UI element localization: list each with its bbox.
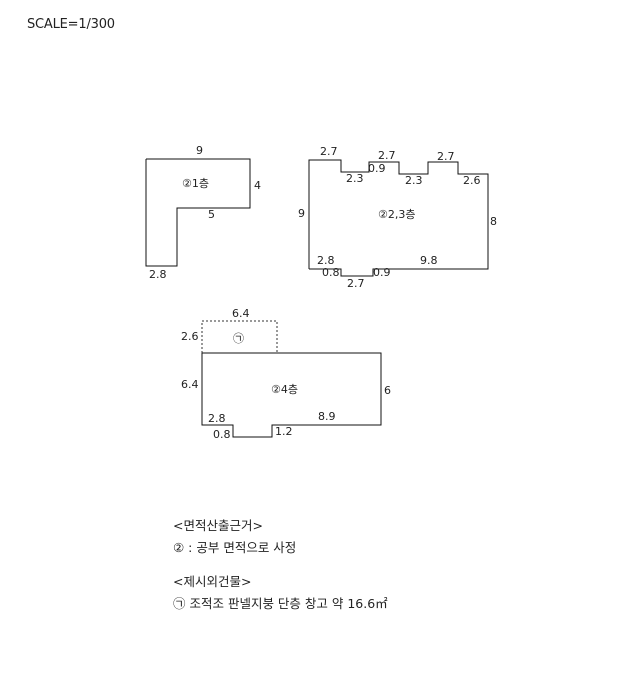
floor-23-dim-notch-b3: 0.9	[373, 266, 391, 279]
floor-23-dim-step2: 2.3	[405, 174, 423, 187]
floor-4-plan: 6.4 2.6 ㉠ 6.4 6 2.8 0.8 8.9 1.2 ②4층	[181, 307, 391, 441]
annex-dim-top: 6.4	[232, 307, 250, 320]
floor-23-label: ②2,3층	[378, 208, 415, 221]
scale-label: SCALE=1/300	[27, 17, 115, 32]
notes-section: <면적산출근거> ② : 공부 면적으로 사정 <제시외건물> ㉠ 조적조 판넬…	[173, 515, 388, 615]
notes-spacer	[173, 559, 388, 571]
annex-dim-left: 2.6	[181, 330, 199, 343]
floor-23-dim-top-right: 2.7	[437, 150, 455, 163]
floor-1-plan: 9 4 5 2.8 ②1층	[145, 144, 261, 281]
floor-4-outline	[201, 352, 382, 438]
floor-23-dim-top-mid: 2.7	[378, 149, 396, 162]
floor-23-dim-bottom-left: 2.8	[317, 254, 335, 267]
floor-4-dim-bottom-right: 8.9	[318, 410, 336, 423]
floor-23-dim-right: 8	[490, 215, 497, 228]
floor-1-label: ②1층	[182, 177, 209, 190]
annex-label: ㉠	[233, 332, 244, 345]
floor-23-plan: 2.7 2.3 0.9 2.7 2.3 2.7 2.6 9 8 2.8 0.8 …	[298, 145, 497, 290]
floor-23-dim-bottom-right: 9.8	[420, 254, 438, 267]
excluded-building-heading: <제시외건물>	[173, 574, 252, 589]
floor-23-dim-top-left: 2.7	[320, 145, 338, 158]
floor-23-dim-notch1: 0.9	[368, 162, 386, 175]
floor-4-dim-left: 6.4	[181, 378, 199, 391]
floor-4-dim-notch: 0.8	[213, 428, 231, 441]
area-basis-text: ② : 공부 면적으로 사정	[173, 540, 297, 555]
floor-4-dim-right: 6	[384, 384, 391, 397]
floor-23-dim-step1: 2.3	[346, 172, 364, 185]
floor-1-outline	[145, 158, 251, 267]
floor-1-dim-right: 4	[254, 179, 261, 192]
floor-23-dim-left: 9	[298, 207, 305, 220]
annex-outline	[201, 320, 278, 353]
floor-4-dim-step: 1.2	[275, 425, 293, 438]
excluded-building-text: ㉠ 조적조 판넬지붕 단층 창고 약 16.6㎡	[173, 596, 388, 611]
floor-4-dim-bottom-left: 2.8	[208, 412, 226, 425]
area-basis-heading: <면적산출근거>	[173, 518, 263, 533]
floor-4-label: ②4층	[271, 383, 298, 396]
floor-1-dim-top: 9	[196, 144, 203, 157]
floor-23-dim-notch-b2: 2.7	[347, 277, 365, 290]
floor-23-outline	[308, 159, 489, 277]
floor-1-dim-inner: 5	[208, 208, 215, 221]
floor-1-dim-bottom: 2.8	[149, 268, 167, 281]
floor-23-dim-notch-b1: 0.8	[322, 266, 340, 279]
floor-23-dim-step3: 2.6	[463, 174, 481, 187]
